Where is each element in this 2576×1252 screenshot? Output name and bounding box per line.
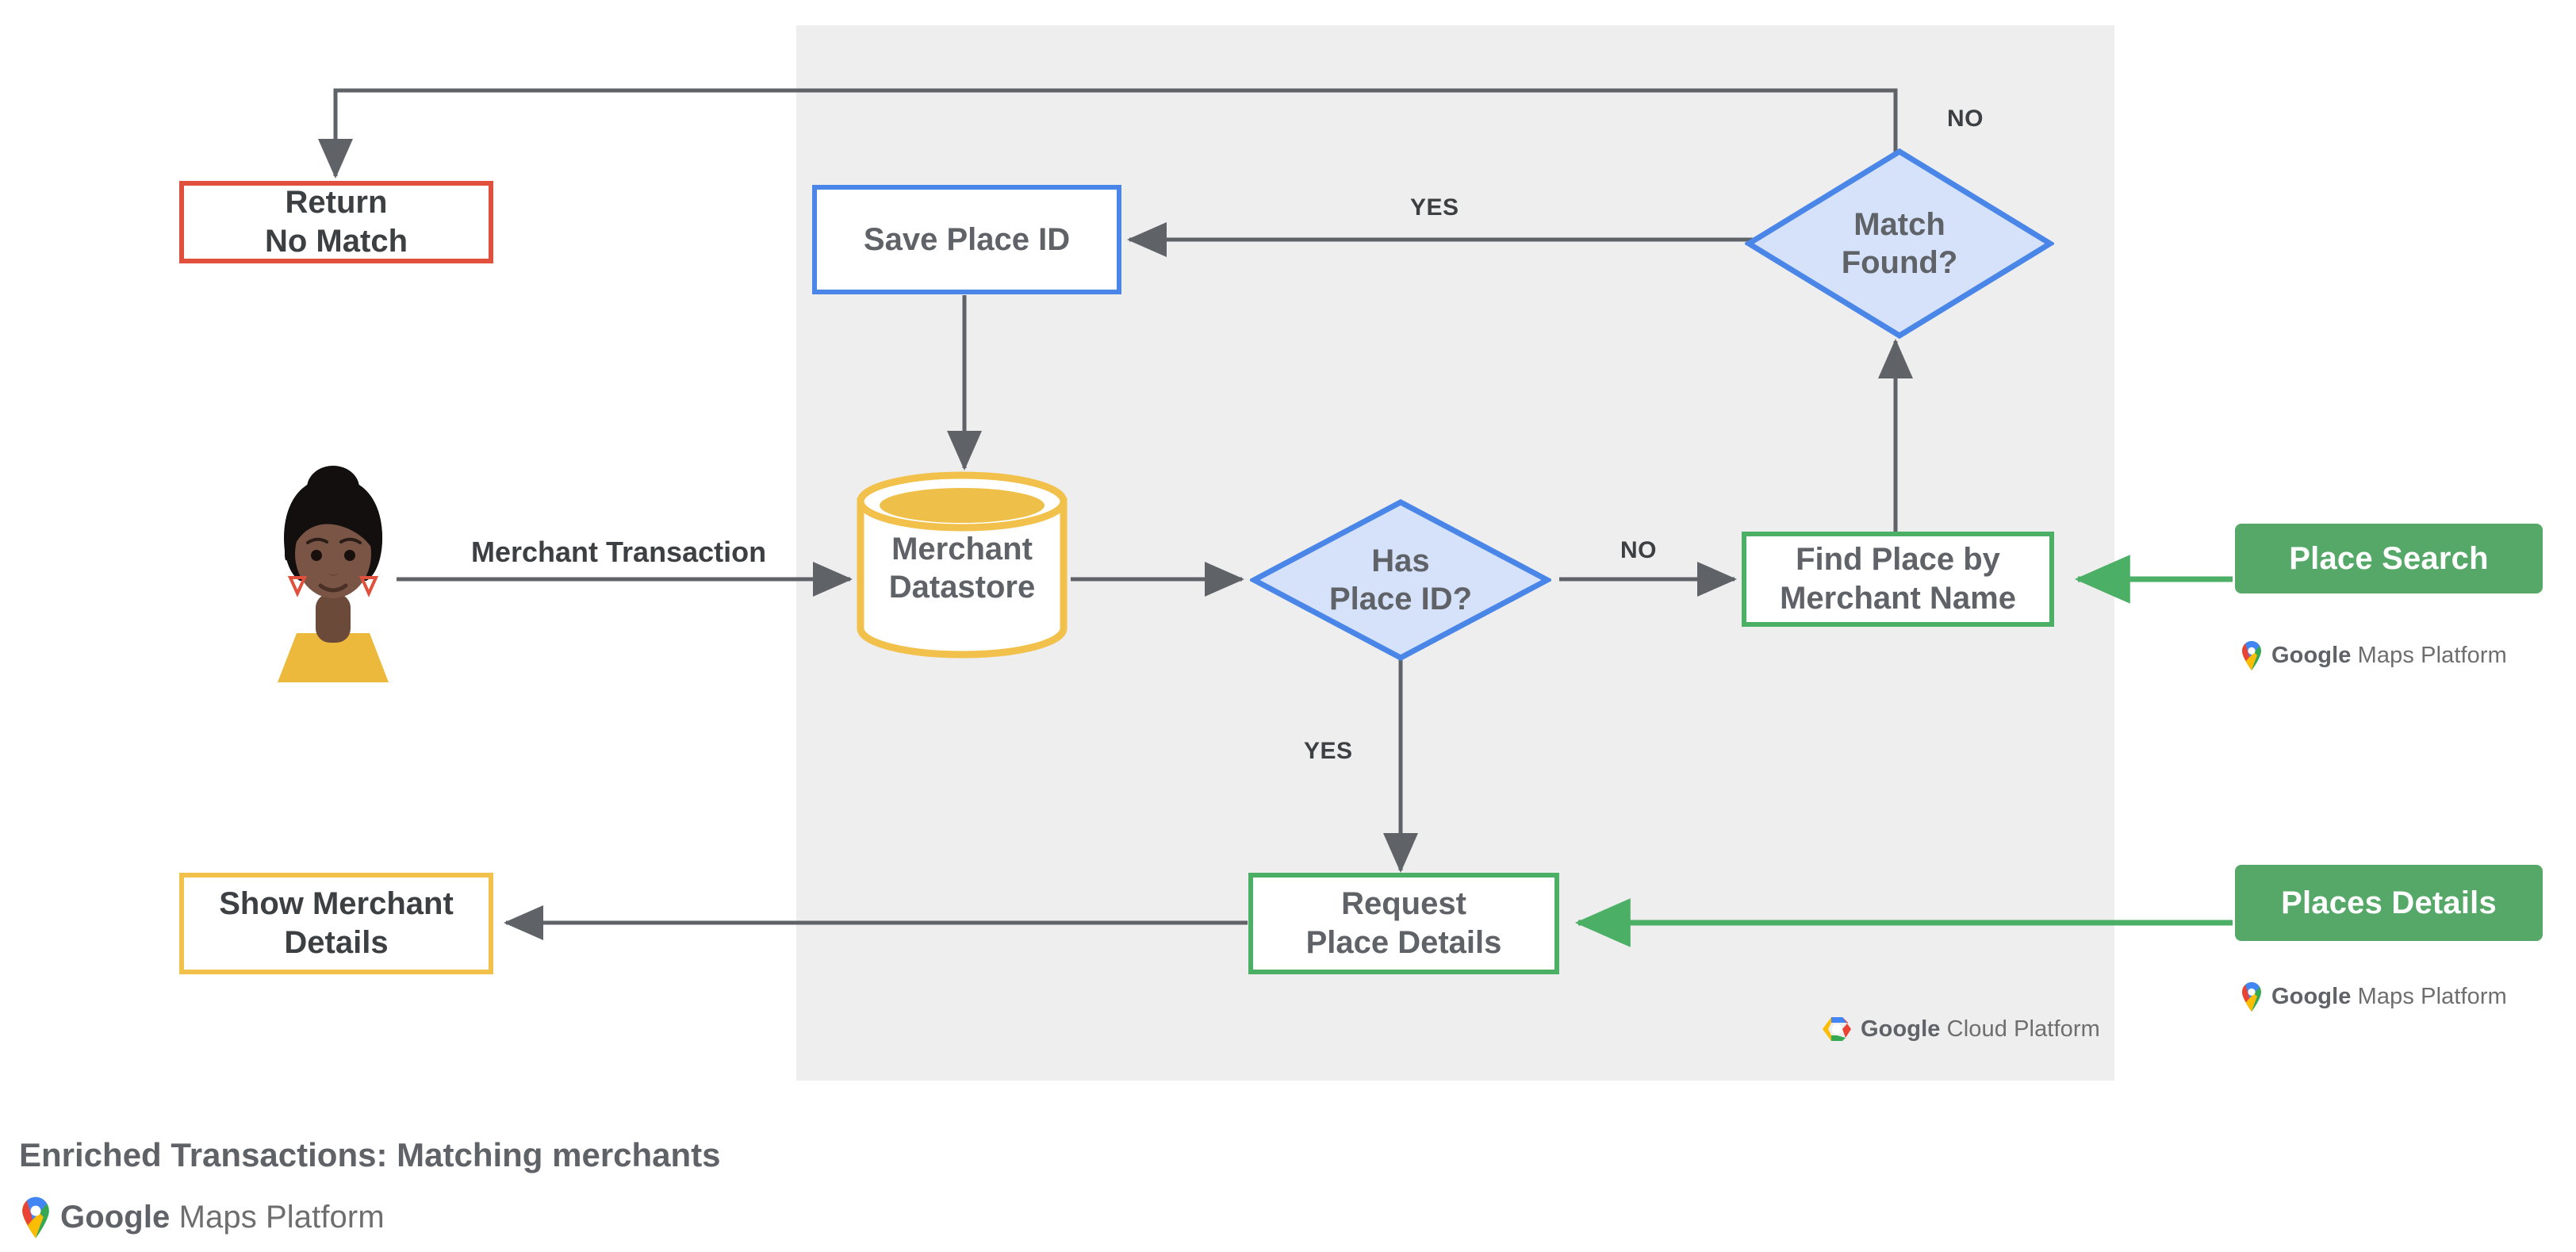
brand-maps-platform-word: Maps Platform (170, 1199, 385, 1235)
brand-maps-platform-word: Maps Platform (2351, 983, 2507, 1009)
edge-label-merchant-transaction: Merchant Transaction (471, 536, 767, 568)
node-match-found[interactable]: Match Found? (1745, 148, 2054, 340)
node-save-place-id[interactable]: Save Place ID (812, 185, 1121, 294)
customer-avatar (262, 460, 404, 682)
datastore-cylinder-shape (857, 471, 1068, 659)
avatar-illustration-icon (278, 466, 389, 682)
node-return-no-match-label: Return No Match (265, 185, 408, 259)
node-find-place-by-merchant-name[interactable]: Find Place by Merchant Name (1742, 532, 2054, 627)
edge-label-match-found-no: NO (1947, 106, 1984, 132)
brand-google-word: Google (60, 1199, 171, 1235)
node-has-place-id[interactable]: Has Place ID? (1250, 498, 1551, 662)
edge-label-has-place-id-no: NO (1620, 537, 1657, 563)
node-find-place-by-merchant-name-label: Find Place by Merchant Name (1780, 542, 2016, 616)
google-cloud-hex-icon (1823, 1017, 1851, 1041)
node-show-merchant-details[interactable]: Show Merchant Details (179, 873, 493, 974)
node-save-place-id-label: Save Place ID (863, 221, 1071, 257)
has-place-id-diamond-shape (1250, 499, 1551, 661)
brand-maps-platform-text: Google Maps Platform (60, 1200, 385, 1235)
brand-google-word: Google (2271, 642, 2352, 668)
google-maps-pin-icon (22, 1196, 49, 1239)
node-merchant-datastore[interactable]: Merchant Datastore (855, 470, 1069, 660)
edge-label-match-found-yes: YES (1410, 194, 1459, 221)
chip-place-search-label: Place Search (2289, 540, 2489, 576)
node-return-no-match[interactable]: Return No Match (179, 181, 493, 263)
edge-label-has-place-id-yes: YES (1304, 738, 1353, 764)
diagram-caption: Enriched Transactions: Matching merchant… (19, 1136, 721, 1173)
chip-places-details-label: Places Details (2281, 885, 2497, 920)
node-request-place-details-label: Request Place Details (1305, 886, 1502, 960)
brand-google-word: Google (1861, 1016, 1941, 1042)
brand-maps-platform-word: Maps Platform (2351, 642, 2507, 668)
chip-places-details[interactable]: Places Details (2235, 865, 2543, 941)
brand-cloud-platform-text: Google Cloud Platform (1861, 1016, 2100, 1043)
brand-google-cloud-platform: Google Cloud Platform (1821, 1016, 2100, 1043)
chip-place-search[interactable]: Place Search (2235, 524, 2543, 593)
brand-maps-platform-footer: Google Maps Platform (19, 1195, 385, 1239)
node-show-merchant-details-label: Show Merchant Details (219, 886, 454, 960)
brand-maps-platform-text: Google Maps Platform (2271, 984, 2507, 1010)
brand-cloud-platform-word: Cloud Platform (1940, 1016, 2100, 1042)
brand-maps-platform-text: Google Maps Platform (2271, 643, 2507, 669)
brand-maps-platform-places-details: Google Maps Platform (2240, 981, 2507, 1012)
node-request-place-details[interactable]: Request Place Details (1248, 873, 1559, 974)
google-maps-pin-icon (2242, 982, 2261, 1012)
brand-maps-platform-place-search: Google Maps Platform (2240, 639, 2507, 671)
match-found-diamond-shape (1745, 148, 2054, 340)
google-maps-pin-icon (2242, 641, 2261, 670)
brand-google-word: Google (2271, 983, 2352, 1009)
